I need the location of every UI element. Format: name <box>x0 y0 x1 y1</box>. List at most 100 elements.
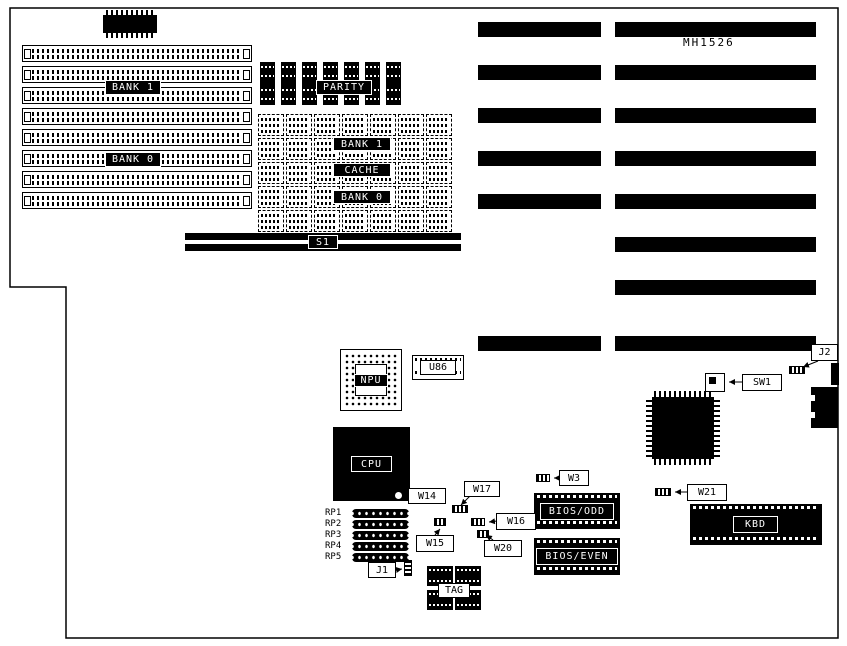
dip-chip <box>286 210 312 232</box>
dip-chip <box>370 114 396 136</box>
dip-chip <box>398 210 424 232</box>
rp1-label: RP1 <box>325 508 342 518</box>
memory-socket-row <box>22 171 252 188</box>
rp4-label: RP4 <box>325 541 342 551</box>
dip-chip <box>258 114 284 136</box>
resistor-pack <box>352 520 409 529</box>
chip-body <box>652 397 714 459</box>
expansion-slot-short <box>478 151 601 166</box>
w21-jumper <box>655 488 671 496</box>
dip-chip <box>426 114 452 136</box>
w20-jumper <box>477 530 489 538</box>
expansion-slot-long <box>615 22 816 37</box>
top-edge-chip <box>103 10 157 38</box>
j1-jumper <box>404 560 412 576</box>
expansion-slot-short <box>478 22 601 37</box>
w17-jumper <box>452 505 468 513</box>
resistor-pack <box>352 531 409 540</box>
tag-label: TAG <box>438 583 470 598</box>
expansion-slot-long <box>615 336 816 351</box>
parity-chip <box>260 62 275 105</box>
memory-socket-row <box>22 108 252 125</box>
dip-chip <box>258 162 284 184</box>
j2-connector <box>789 366 805 374</box>
cpu-label: CPU <box>351 456 392 472</box>
sw1-switch-chip <box>705 373 725 392</box>
bank0-memory-label: BANK 0 <box>105 152 161 167</box>
keyboard-din-connector <box>809 387 838 428</box>
w15-jumper <box>434 518 446 526</box>
dip-chip <box>286 162 312 184</box>
dip-chip <box>286 186 312 208</box>
dip-chip <box>258 138 284 160</box>
edge-connector-bar <box>831 363 839 385</box>
cache-bank1-label: BANK 1 <box>333 137 391 151</box>
rp3-label: RP3 <box>325 530 342 540</box>
memory-socket-row <box>22 192 252 209</box>
w14-jumper-point <box>394 491 403 500</box>
memory-socket-row <box>22 129 252 146</box>
chip-pins <box>654 459 712 465</box>
pointer-line-w17 <box>460 495 471 506</box>
expansion-slot-long <box>615 151 816 166</box>
dip-chip <box>426 138 452 160</box>
chip-body <box>103 15 157 33</box>
sw1-label: SW1 <box>742 374 782 391</box>
model-number: MH1526 <box>683 36 735 49</box>
dip-chip <box>398 186 424 208</box>
cache-bank0-label: BANK 0 <box>333 190 391 204</box>
dip-chip <box>370 210 396 232</box>
expansion-slot-long <box>615 108 816 123</box>
w16-jumper <box>471 518 485 526</box>
kbd-label: KBD <box>733 516 778 533</box>
bios-even-label: BIOS/EVEN <box>536 548 618 565</box>
w16-label: W16 <box>496 513 536 530</box>
parity-chip <box>302 62 317 105</box>
j2-label: J2 <box>811 344 838 361</box>
sw1-position-dot <box>709 377 716 384</box>
dip-chip <box>426 186 452 208</box>
dip-chip <box>314 114 340 136</box>
cache-label: CACHE <box>333 163 391 177</box>
w3-label: W3 <box>559 470 589 486</box>
w14-label: W14 <box>408 488 446 504</box>
parity-chip <box>386 62 401 105</box>
dip-chip <box>258 186 284 208</box>
parity-chip <box>281 62 296 105</box>
dip-chip <box>398 114 424 136</box>
dip-chip <box>314 210 340 232</box>
expansion-slot-short <box>478 194 601 209</box>
dip-chip <box>398 138 424 160</box>
parity-label: PARITY <box>316 80 372 95</box>
rp5-label: RP5 <box>325 552 342 562</box>
dip-chip <box>286 114 312 136</box>
dip-chip <box>426 210 452 232</box>
expansion-slot-short <box>478 108 601 123</box>
w15-label: W15 <box>416 535 454 552</box>
pga-chip <box>646 391 720 465</box>
expansion-slot-long <box>615 237 816 252</box>
memory-socket-row <box>22 45 252 62</box>
rp2-label: RP2 <box>325 519 342 529</box>
expansion-slot-long <box>615 194 816 209</box>
w20-label: W20 <box>484 540 522 557</box>
w17-label: W17 <box>464 481 500 497</box>
dip-chip <box>258 210 284 232</box>
dip-chip <box>342 114 368 136</box>
expansion-slot-long <box>615 65 816 80</box>
dip-chip <box>286 138 312 160</box>
j1-label: J1 <box>368 562 396 578</box>
dip-chip <box>342 210 368 232</box>
resistor-pack <box>352 509 409 518</box>
resistor-pack <box>352 553 409 562</box>
expansion-slot-short <box>478 65 601 80</box>
w3-jumper <box>536 474 550 482</box>
w21-label: W21 <box>687 484 727 501</box>
dip-chip <box>398 162 424 184</box>
npu-label: NPU <box>354 374 388 387</box>
chip-pins <box>714 399 720 457</box>
expansion-slot-short <box>478 336 601 351</box>
bank1-memory-label: BANK 1 <box>105 80 161 95</box>
chip-pins <box>106 32 154 38</box>
